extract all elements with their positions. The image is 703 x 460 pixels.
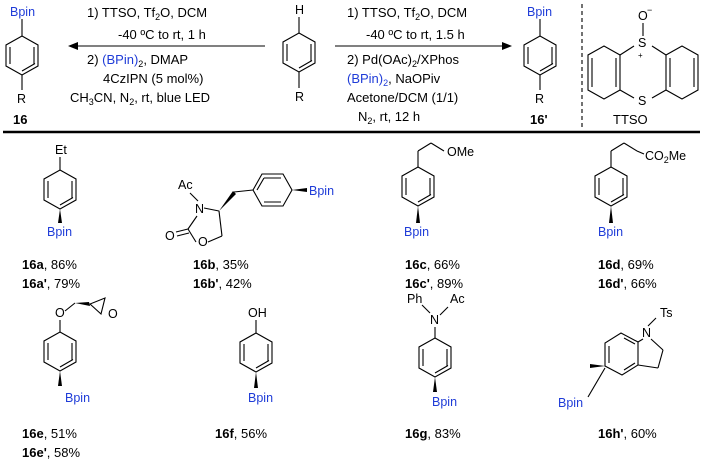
compound-16h-prime: Ts N Bpin 16h', 60% [558, 306, 673, 441]
svg-text:16b', 42%: 16b', 42% [193, 276, 252, 291]
svg-text:16c, 66%: 16c, 66% [405, 257, 460, 272]
product-16-structure: Bpin R 16 [5, 5, 39, 127]
compound-16b: Ac N O O Bpin 16b, 35% 16b', 42% [165, 173, 334, 291]
svg-text:CH3CN, N2, rt, blue LED: CH3CN, N2, rt, blue LED [70, 90, 210, 107]
svg-text:1) TTSO, Tf2O, DCM: 1) TTSO, Tf2O, DCM [87, 5, 207, 22]
svg-text:16e', 58%: 16e', 58% [22, 445, 80, 460]
svg-text:16e, 51%: 16e, 51% [22, 426, 77, 441]
svg-text:(BPin)2, NaOPiv: (BPin)2, NaOPiv [347, 71, 441, 88]
svg-text:16b, 35%: 16b, 35% [193, 257, 249, 272]
svg-text:N: N [642, 326, 651, 340]
svg-text:16h', 60%: 16h', 60% [598, 426, 657, 441]
product-16-label: 16 [13, 112, 27, 127]
svg-text:4CzIPN (5 mol%): 4CzIPN (5 mol%) [103, 71, 203, 86]
svg-text:16d', 66%: 16d', 66% [598, 276, 657, 291]
svg-text:Ac: Ac [178, 178, 193, 192]
svg-text:2) (BPin)2, DMAP: 2) (BPin)2, DMAP [87, 52, 188, 69]
svg-text:Bpin: Bpin [309, 184, 334, 198]
svg-text:Bpin: Bpin [65, 391, 90, 405]
svg-text:R: R [295, 90, 304, 104]
svg-text:16a', 79%: 16a', 79% [22, 276, 80, 291]
svg-text:Ph: Ph [407, 292, 422, 306]
svg-text:16g, 83%: 16g, 83% [405, 426, 461, 441]
svg-text:Ac: Ac [450, 292, 465, 306]
svg-text:Bpin: Bpin [404, 225, 429, 239]
starting-arene-structure: H R [282, 3, 316, 104]
svg-text:2) Pd(OAc)2/XPhos: 2) Pd(OAc)2/XPhos [347, 52, 459, 69]
svg-text:OH: OH [248, 306, 267, 320]
svg-text:O: O [198, 235, 208, 249]
compound-16a: Et Bpin 16a, 86% 16a', 79% [22, 143, 80, 291]
svg-text:-40 ºC to rt, 1.5 h: -40 ºC to rt, 1.5 h [366, 27, 465, 42]
right-conditions: 1) TTSO, Tf2O, DCM -40 ºC to rt, 1.5 h 2… [335, 5, 512, 126]
svg-text:Bpin: Bpin [432, 395, 457, 409]
svg-text:16c', 89%: 16c', 89% [405, 276, 463, 291]
svg-text:−: − [647, 5, 652, 15]
compound-16d: CO2Me Bpin 16d, 69% 16d', 66% [594, 142, 686, 291]
left-conditions: 1) TTSO, Tf2O, DCM -40 ºC to rt, 1 h 2) … [68, 5, 265, 107]
svg-text:+: + [638, 51, 643, 60]
product-16-prime-label: 16' [530, 112, 548, 127]
svg-text:N: N [430, 313, 439, 327]
svg-text:1) TTSO, Tf2O, DCM: 1) TTSO, Tf2O, DCM [347, 5, 467, 22]
svg-text:CO2Me: CO2Me [645, 149, 686, 165]
bpin-label: Bpin [10, 5, 35, 19]
svg-text:R: R [535, 92, 544, 106]
compound-16g: Ph N Ac Bpin 16g, 83% [405, 292, 465, 441]
product-16-prime-structure: Bpin R 16' [523, 5, 557, 127]
svg-text:O: O [165, 229, 175, 243]
svg-text:Acetone/DCM (1/1): Acetone/DCM (1/1) [347, 90, 458, 105]
svg-text:OMe: OMe [447, 145, 474, 159]
svg-text:16d, 69%: 16d, 69% [598, 257, 654, 272]
svg-text:16f, 56%: 16f, 56% [215, 426, 267, 441]
svg-text:S: S [638, 36, 646, 50]
svg-text:Ts: Ts [660, 306, 673, 320]
svg-text:Bpin: Bpin [558, 396, 583, 410]
svg-text:-40 ºC to rt, 1 h: -40 ºC to rt, 1 h [118, 27, 206, 42]
svg-text:O: O [638, 9, 648, 23]
ttso-label: TTSO [613, 112, 648, 127]
svg-text:Bpin: Bpin [527, 5, 552, 19]
r-label: R [17, 92, 26, 106]
svg-text:H: H [295, 3, 304, 17]
ttso-structure: O − S + S TTSO [587, 5, 699, 127]
svg-text:N2, rt, 12 h: N2, rt, 12 h [358, 109, 420, 126]
svg-text:O: O [55, 306, 65, 320]
svg-text:S: S [638, 94, 646, 108]
svg-text:O: O [108, 307, 118, 321]
svg-text:16a, 86%: 16a, 86% [22, 257, 77, 272]
svg-text:Bpin: Bpin [598, 225, 623, 239]
svg-text:Bpin: Bpin [248, 391, 273, 405]
compound-16e: O O Bpin 16e, 51% 16e', 58% [22, 297, 118, 460]
compound-16c: OMe Bpin 16c, 66% 16c', 89% [401, 142, 474, 291]
svg-text:Et: Et [55, 143, 67, 157]
compound-16f: OH Bpin 16f, 56% [215, 306, 273, 441]
svg-text:Bpin: Bpin [47, 225, 72, 239]
svg-text:N: N [195, 202, 204, 216]
